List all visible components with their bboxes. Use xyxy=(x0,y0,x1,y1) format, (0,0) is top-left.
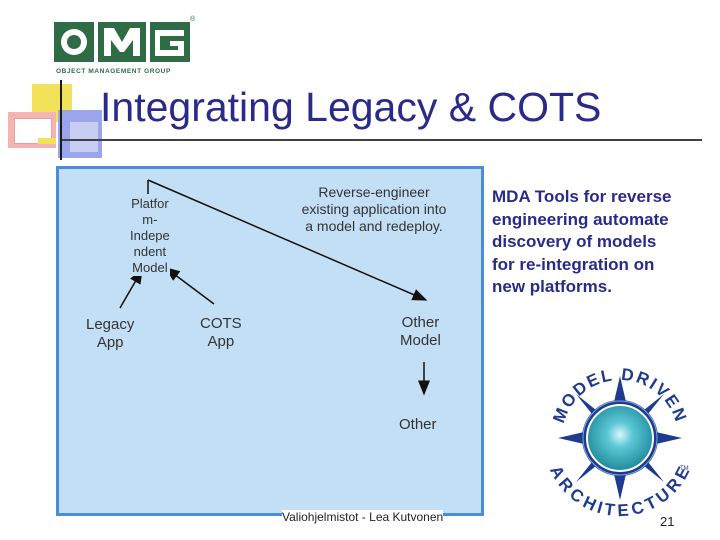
other-label: Other xyxy=(399,416,437,433)
other-model-node: Other Model xyxy=(400,314,441,350)
arrow-cots-to-pim xyxy=(164,267,215,305)
mda-description-line: discovery of models xyxy=(492,232,657,251)
reverse-note-line: Reverse-engineer xyxy=(318,184,430,200)
mda-description-line: MDA Tools for reverse xyxy=(492,187,672,206)
legacy-app-line: App xyxy=(96,334,124,351)
other-model-line: Other xyxy=(401,314,440,331)
pim-line: m- xyxy=(142,212,158,227)
mda-logo-graphic: MODEL DRIVEN ARCHITECTURE TM xyxy=(546,365,692,521)
mda-description-line: for re-integration on xyxy=(492,254,655,274)
mda-logo-trademark: TM xyxy=(680,466,689,472)
diagram-connectors xyxy=(119,179,430,396)
decor-small-yellow xyxy=(38,138,56,144)
mda-logo: MODEL DRIVEN ARCHITECTURE TM xyxy=(540,358,700,521)
reverse-note-line: existing application into xyxy=(301,201,447,217)
footer-author: Valiohjelmistot - Lea Kutvonen xyxy=(282,510,444,524)
arrow-pim-to-other-model xyxy=(147,179,428,301)
mda-description: MDA Tools for reverse engineering automa… xyxy=(492,186,714,299)
reverse-engineer-note: Reverse-engineer existing application in… xyxy=(278,184,470,235)
pim-line: Model xyxy=(132,260,168,275)
omg-tagline: OBJECT MANAGEMENT GROUP xyxy=(56,68,171,75)
legacy-app-line: Legacy xyxy=(86,316,135,333)
arrow-legacy-to-pim xyxy=(119,268,143,309)
omg-logo-graphic xyxy=(54,22,190,62)
decor-light-square xyxy=(70,122,98,152)
title-rule xyxy=(62,139,702,141)
omg-trademark: ® xyxy=(190,16,196,23)
other-model-line: Model xyxy=(400,332,441,349)
title-vertical-rule xyxy=(60,80,62,160)
pim-line: ndent xyxy=(133,244,167,259)
pim-line: Platfor xyxy=(131,196,169,211)
slide-title: Integrating Legacy & COTS xyxy=(100,84,602,130)
other-node: Other xyxy=(399,416,437,434)
omg-logo: ® OBJECT MANAGEMENT GROUP xyxy=(52,16,202,78)
cots-app-node: COTS App xyxy=(200,315,242,351)
mda-description-line: new platforms. xyxy=(492,277,612,296)
page-number: 21 xyxy=(660,514,675,529)
legacy-app-node: Legacy App xyxy=(86,316,135,352)
reverse-note-line: a model and redeploy. xyxy=(305,218,443,234)
pim-node: Platfor m- Indepe ndent Model xyxy=(130,196,170,276)
mda-description-line: engineering automate xyxy=(492,209,669,229)
cots-app-line: COTS xyxy=(200,315,242,332)
pim-line: Indepe xyxy=(130,228,170,243)
cots-app-line: App xyxy=(207,333,235,350)
